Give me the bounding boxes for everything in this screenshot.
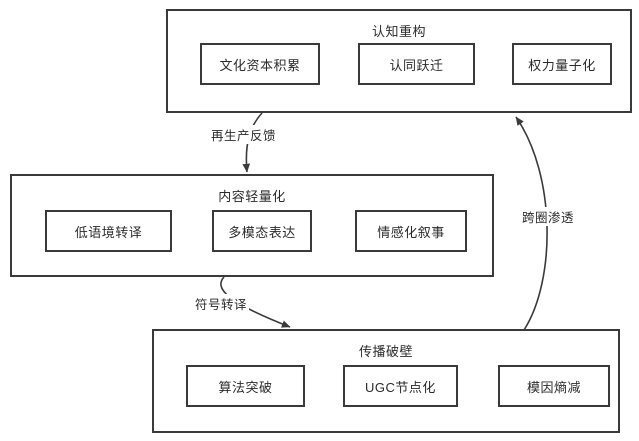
node-low-context-translation[interactable]: 低语境转译 — [45, 210, 172, 252]
group-title-cognitive-reconstruction: 认知重构 — [371, 24, 426, 39]
node-meme-entropy-reduction[interactable]: 模因熵减 — [498, 365, 610, 407]
group-title-content-lightweighting: 内容轻量化 — [218, 189, 286, 204]
edge-label-cross-circle-penetration: 跨圈渗透 — [520, 207, 577, 226]
node-multimodal-expression[interactable]: 多模态表达 — [212, 210, 312, 252]
group-title-communication-breakthrough: 传播破壁 — [358, 344, 413, 359]
node-emotional-narrative[interactable]: 情感化叙事 — [355, 210, 467, 252]
edge-label-reproduction-feedback: 再生产反馈 — [209, 125, 279, 144]
node-power-quantization[interactable]: 权力量子化 — [512, 43, 612, 85]
edge-label-symbolic-translation: 符号转译 — [193, 294, 250, 313]
node-identity-leap[interactable]: 认同跃迁 — [358, 43, 475, 85]
node-ugc-nodalization[interactable]: UGC节点化 — [343, 365, 458, 407]
node-algorithm-breakthrough[interactable]: 算法突破 — [186, 365, 305, 407]
node-cultural-capital-accumulation[interactable]: 文化资本积累 — [200, 43, 320, 85]
